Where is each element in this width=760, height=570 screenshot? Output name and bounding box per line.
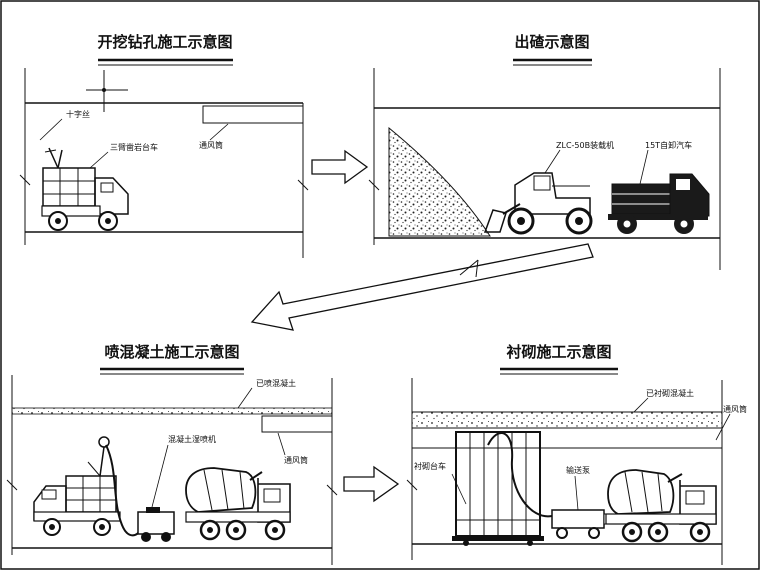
tunnel-section-mucking — [368, 68, 721, 270]
label-vent-duct-drilling: 通风筒 — [199, 140, 223, 150]
label-cross-mark: 十字丝 — [66, 109, 90, 119]
spray-machine-icon — [137, 507, 175, 542]
mixer-truck-lining-icon — [605, 469, 717, 543]
flow-arrow-right-bottom — [343, 465, 400, 503]
panel-lining: 衬砌施工示意图 已衬砌混凝土 通风筒 衬砌台 — [406, 343, 747, 565]
tunnel-section-drilling — [19, 68, 309, 258]
loader-icon — [483, 172, 593, 235]
dump-truck-icon — [608, 173, 710, 234]
flow-arrow-diagonal — [250, 243, 594, 331]
label-vent-duct-shotcrete: 通风筒 — [284, 455, 308, 465]
label-loader: ZLC-50B装载机 — [556, 140, 614, 150]
label-pump: 输送泵 — [566, 465, 590, 475]
flow-arrow-right-top — [311, 149, 369, 185]
mixer-truck-icon — [185, 467, 291, 541]
lined-concrete-layer — [411, 411, 723, 429]
label-spray-machine: 混凝土湿喷机 — [168, 434, 216, 444]
panel-title-drilling: 开挖钻孔施工示意图 — [97, 33, 232, 51]
vent-duct-shotcrete — [261, 415, 333, 433]
crosshair-icon — [86, 70, 128, 112]
vent-duct-drilling — [202, 105, 304, 124]
lining-trolley-icon — [452, 431, 544, 546]
panel-title-shotcrete: 喷混凝土施工示意图 — [104, 343, 239, 361]
label-vent-duct-lining: 通风筒 — [723, 404, 747, 414]
shotcrete-truck-icon — [33, 436, 121, 536]
label-lined-concrete: 已衬砌混凝土 — [646, 388, 694, 398]
shotcrete-hose — [105, 444, 141, 537]
concrete-pipe — [487, 432, 553, 518]
panel-title-mucking: 出碴示意图 — [514, 33, 589, 51]
sprayed-concrete-layer — [11, 407, 333, 415]
panel-title-lining: 衬砌施工示意图 — [506, 343, 611, 361]
panel-shotcrete: 喷混凝土施工示意图 已喷混凝土 通风筒 — [6, 343, 338, 565]
muck-pile — [388, 126, 491, 237]
panel-mucking: 出碴示意图 ZLC-50B装载机 — [368, 33, 721, 270]
tunnel-section-shotcrete — [6, 375, 338, 565]
drill-jumbo-icon — [41, 147, 129, 231]
label-drill-jumbo: 三臂凿岩台车 — [110, 142, 158, 152]
panel-drilling: 开挖钻孔施工示意图 十字丝 通风筒 — [19, 33, 309, 258]
label-sprayed-layer: 已喷混凝土 — [256, 378, 296, 388]
label-dump-truck: 15T自卸汽车 — [645, 140, 692, 150]
label-lining-trolley: 衬砌台车 — [414, 461, 446, 471]
